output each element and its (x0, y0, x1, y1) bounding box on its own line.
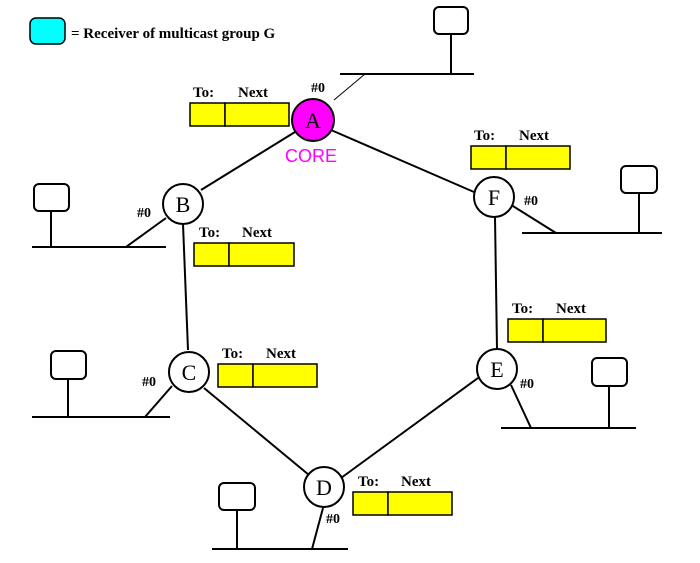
node-d-port: #0 (326, 512, 340, 527)
router-links (182, 129, 498, 479)
table-a-next-cell (224, 102, 290, 127)
legend-text: = Receiver of multicast group G (71, 26, 276, 42)
legend-swatch (29, 17, 66, 45)
table-d-to-cell (352, 491, 389, 516)
node-f-port: #0 (524, 194, 538, 209)
table-b-to-header: To: (199, 225, 220, 241)
node-a: A #0 CORE (285, 81, 337, 166)
table-e-next-cell (542, 318, 607, 343)
lan-e-link (510, 384, 532, 429)
lan-c (32, 379, 173, 418)
router-b (162, 183, 204, 225)
host-c-computer (50, 350, 87, 380)
node-d-label: D (316, 475, 332, 500)
lan-f-link (507, 202, 557, 234)
table-c-next-header: Next (266, 346, 296, 362)
table-a-to-cell (189, 102, 226, 127)
router-e (476, 348, 518, 390)
link-a-f (330, 129, 475, 193)
router-f (473, 176, 515, 218)
table-c-next-cell (252, 363, 318, 388)
table-e: To: Next (507, 301, 607, 343)
core-label: CORE (285, 146, 337, 166)
table-f-to-header: To: (474, 128, 495, 144)
link-c-d (203, 387, 310, 476)
node-a-label: A (305, 108, 321, 133)
table-e-to-cell (507, 318, 544, 343)
node-c: C #0 (142, 351, 210, 393)
link-d-e (340, 377, 479, 479)
lan-e (501, 384, 636, 429)
lan-c-link (144, 385, 173, 418)
node-f: F #0 (473, 176, 538, 218)
node-b-label: B (176, 192, 191, 217)
node-c-label: C (182, 360, 197, 385)
link-e-f (494, 216, 498, 350)
host-e-computer (591, 357, 628, 387)
lan-a (333, 34, 474, 101)
node-b: B #0 (137, 183, 204, 225)
node-f-label: F (488, 185, 500, 210)
table-b-next-cell (228, 242, 295, 267)
table-a: To: Next (189, 85, 290, 127)
router-c (168, 351, 210, 393)
table-d-next-header: Next (401, 474, 431, 490)
router-d (303, 466, 345, 508)
lan-d (212, 507, 348, 550)
table-d-to-header: To: (358, 474, 379, 490)
node-e: E #0 (476, 348, 534, 392)
node-a-port: #0 (311, 81, 325, 96)
table-f-next-cell (505, 145, 571, 170)
host-d-computer (218, 482, 256, 511)
node-d: D #0 (303, 466, 345, 527)
table-f-next-header: Next (519, 128, 549, 144)
table-b: To: Next (193, 225, 295, 267)
table-a-next-header: Next (238, 85, 268, 101)
table-f-to-cell (470, 145, 507, 170)
legend: = Receiver of multicast group G (29, 17, 276, 45)
link-b-c (182, 223, 189, 351)
lan-f (507, 193, 662, 234)
table-d: To: Next (352, 474, 453, 516)
node-b-port: #0 (137, 206, 151, 221)
lan-b (32, 211, 167, 248)
table-e-to-header: To: (512, 301, 533, 317)
core-router (291, 98, 335, 142)
table-b-next-header: Next (242, 225, 272, 241)
host-f-computer (620, 165, 658, 194)
link-a-b (200, 131, 296, 191)
table-d-next-cell (387, 491, 453, 516)
table-c: To: Next (217, 346, 318, 388)
table-f: To: Next (470, 128, 571, 170)
table-c-to-cell (217, 363, 254, 388)
table-b-to-cell (193, 242, 230, 267)
node-e-port: #0 (520, 377, 534, 392)
node-e-label: E (490, 357, 503, 382)
table-a-to-header: To: (193, 85, 214, 101)
table-c-to-header: To: (222, 346, 243, 362)
host-b-computer (33, 183, 70, 212)
node-c-port: #0 (142, 375, 156, 390)
table-e-next-header: Next (556, 301, 586, 317)
lan-d-link (311, 507, 324, 550)
lan-a-link (333, 73, 366, 101)
host-a-computer (433, 6, 469, 35)
lan-b-link (125, 217, 167, 248)
